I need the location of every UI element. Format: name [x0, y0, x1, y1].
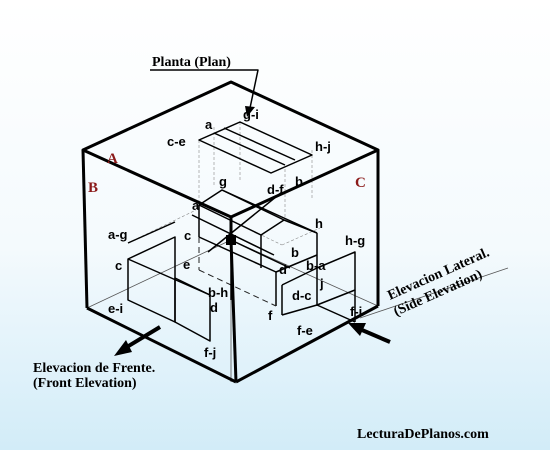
- face-label-c: C: [355, 175, 366, 191]
- side-elevation-view: [281, 251, 356, 323]
- point-label: b: [291, 245, 299, 260]
- point-label: b-h: [208, 285, 228, 300]
- point-label: h-g: [345, 233, 365, 248]
- plan-view: [198, 121, 313, 174]
- point-label: d: [279, 262, 287, 277]
- face-label-a: A: [107, 151, 118, 167]
- point-label: f-i: [350, 304, 362, 319]
- point-labels: g-i a c-e h-j g d-f b a h a-g c h-g b c …: [108, 107, 365, 360]
- point-label: f-j: [204, 345, 216, 360]
- point-label: h: [315, 216, 323, 231]
- face-label-b: B: [88, 180, 98, 196]
- point-label: a: [192, 198, 200, 213]
- point-label: f-e: [297, 323, 313, 338]
- point-label: f: [268, 308, 273, 323]
- front-arrow-icon: [114, 340, 132, 356]
- point-label: c: [115, 258, 122, 273]
- point-label: e: [183, 257, 190, 272]
- site-credit: LecturaDePlanos.com: [357, 427, 489, 442]
- point-label: a-g: [108, 227, 128, 242]
- point-label: g-i: [243, 107, 259, 122]
- leaders: [114, 69, 509, 356]
- point-label: h-j: [315, 139, 331, 154]
- point-label: g: [219, 174, 227, 189]
- front-caption-line1: Elevacion de Frente.: [33, 361, 155, 376]
- point-label: j: [319, 276, 324, 291]
- point-label: c-e: [167, 134, 186, 149]
- point-label: d-f: [267, 182, 284, 197]
- point-label: a: [205, 117, 213, 132]
- plan-caption: Planta (Plan): [152, 55, 231, 70]
- point-label: b-a: [306, 258, 326, 273]
- point-label: d: [210, 300, 218, 315]
- outer-cube: [81, 80, 380, 384]
- point-label: e-i: [108, 301, 123, 316]
- front-caption-line2: (Front Elevation): [33, 376, 137, 391]
- front-elevation-view: [127, 221, 211, 342]
- point-label: d-c: [292, 288, 312, 303]
- side-arrow-icon: [348, 323, 366, 336]
- point-label: c: [184, 228, 191, 243]
- point-label: b: [295, 174, 303, 189]
